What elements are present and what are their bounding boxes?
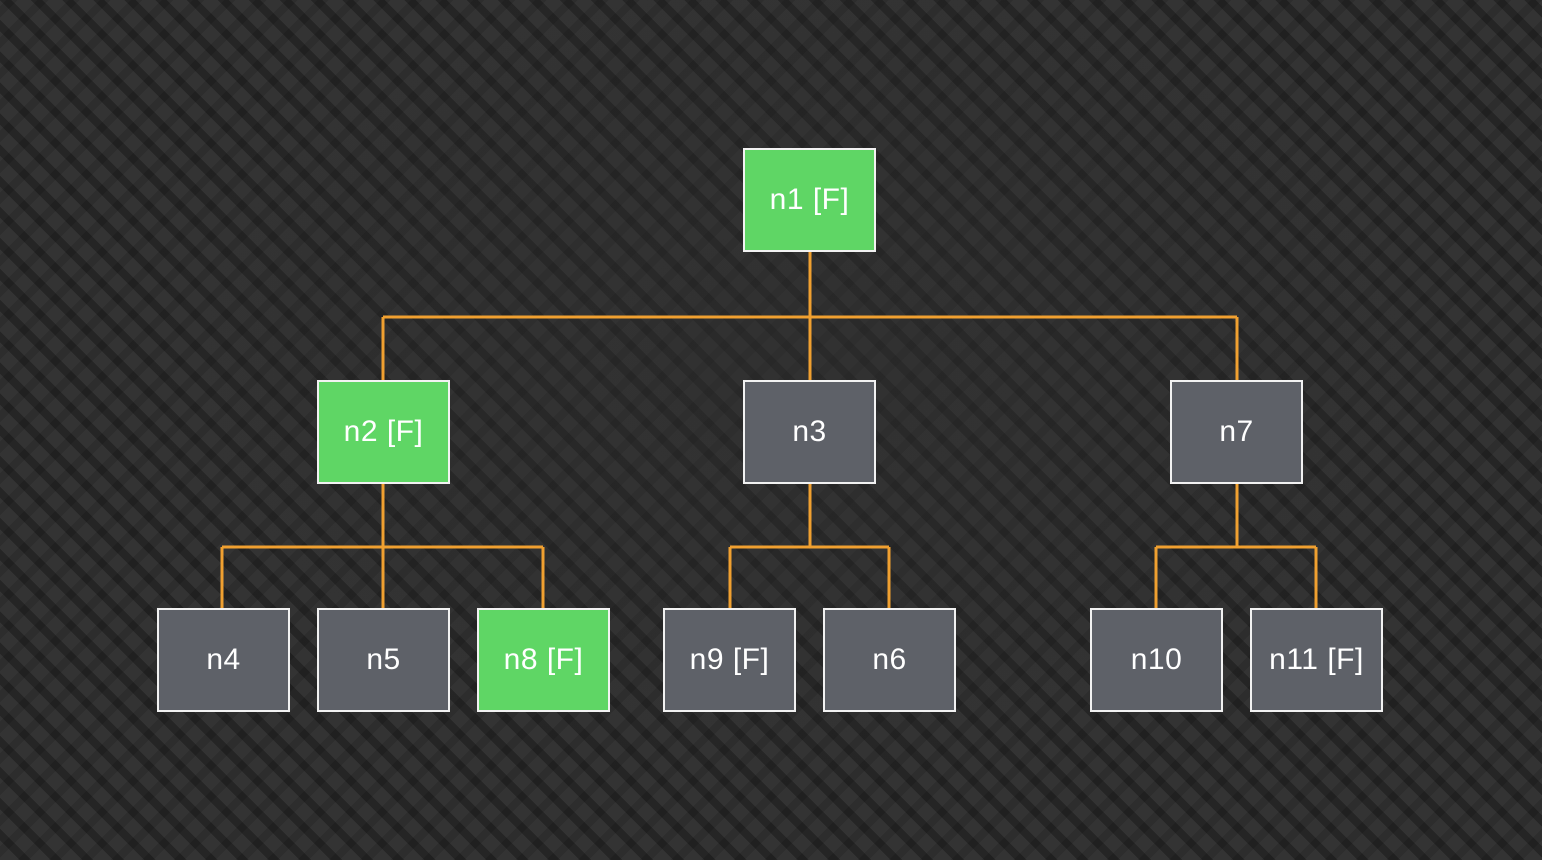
node-label: n6 [872,643,907,676]
node-label: n10 [1130,643,1183,676]
node-n9[interactable]: n9 [F] [663,608,796,712]
node-label: n11 [F] [1269,643,1364,676]
edge-n3-children [728,483,891,609]
node-label: n7 [1219,415,1254,448]
node-label: n9 [F] [689,643,770,676]
edge-n2-children [220,483,545,609]
node-label: n5 [366,643,401,676]
node-n4[interactable]: n4 [157,608,290,712]
node-n2[interactable]: n2 [F] [317,380,450,484]
node-label: n8 [F] [503,643,584,676]
node-n6[interactable]: n6 [823,608,956,712]
node-label: n2 [F] [343,415,424,448]
edge-n1-children [381,252,1239,381]
node-n1[interactable]: n1 [F] [743,148,876,252]
node-n8[interactable]: n8 [F] [477,608,610,712]
node-n3[interactable]: n3 [743,380,876,484]
node-label: n1 [F] [769,183,850,216]
node-label: n4 [206,643,241,676]
node-n5[interactable]: n5 [317,608,450,712]
node-label: n3 [792,415,827,448]
edge-n7-children [1154,483,1318,609]
node-n10[interactable]: n10 [1090,608,1223,712]
node-n11[interactable]: n11 [F] [1250,608,1383,712]
node-n7[interactable]: n7 [1170,380,1303,484]
